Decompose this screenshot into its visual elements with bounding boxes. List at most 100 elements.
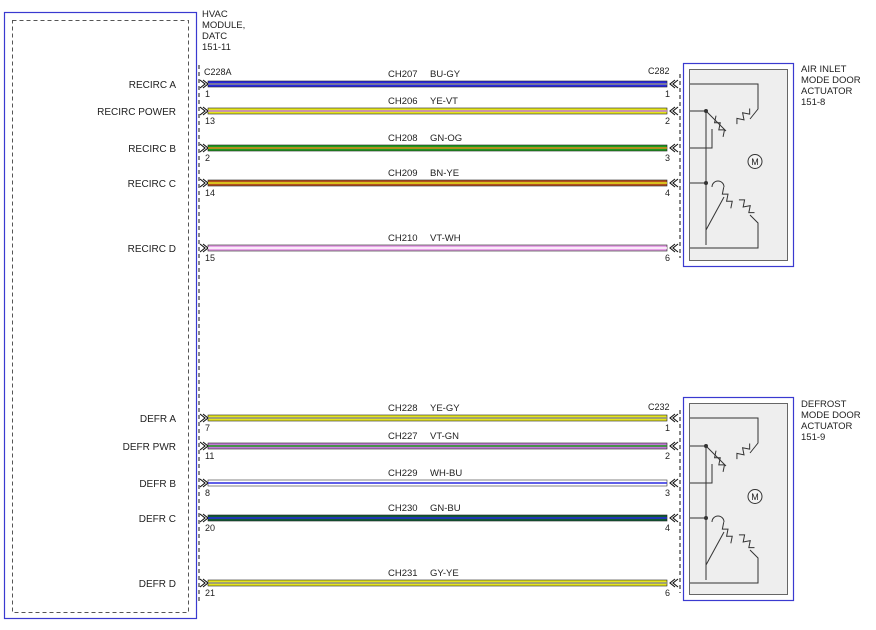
motor-symbol: M [751,157,759,167]
module-title: HVAC MODULE, DATC 151-11 [202,9,245,53]
actuator-inner-body [689,403,788,595]
actuator-pin-number: 3 [665,153,670,163]
circuit-id: CH207 [388,69,418,80]
module-pin-chevron-icon [199,106,209,116]
wire-color-code: BU-GY [430,69,461,80]
wire-color-code: BN-YE [430,168,459,179]
actuator-pin-chevron-icon [669,578,679,588]
motor-symbol: M [751,492,759,502]
module-pin-chevron-icon [199,143,209,153]
module-connector-label: C228A [204,67,232,77]
wire [207,414,668,422]
wire-color-code: VT-WH [430,233,461,244]
signal-label: RECIRC A [129,80,177,91]
signal-label: DEFR A [140,414,176,425]
module-pin-number: 7 [205,423,210,433]
actuator-pin-chevron-icon [669,441,679,451]
actuator-pin-chevron-icon [669,513,679,523]
module-pin-chevron-icon [199,79,209,89]
actuator-pin-chevron-icon [669,478,679,488]
signal-label: DEFR D [139,579,176,590]
signal-label: DEFR PWR [123,442,176,453]
actuator-label-line: AIR INLET [801,64,847,75]
wire-color-code: YE-GY [430,403,460,414]
circuit-id: CH209 [388,168,418,179]
actuator-pin-number: 6 [665,588,670,598]
module-title-line: MODULE, [202,20,245,31]
actuator-pin-number: 6 [665,253,670,263]
signal-label: DEFR B [139,479,176,490]
module-pin-number: 1 [205,89,210,99]
actuator-pin-number: 4 [665,523,670,533]
module-pin-number: 13 [205,116,215,126]
actuator-pin-number: 2 [665,451,670,461]
signal-label: RECIRC D [128,244,176,255]
stepper-motor-schematic: M [690,83,763,249]
module-pin-chevron-icon [199,578,209,588]
circuit-id: CH206 [388,96,418,107]
actuator-label-line: DEFROST [801,399,847,410]
actuator-pin-chevron-icon [669,178,679,188]
actuator-pin-chevron-icon [669,106,679,116]
air-inlet-actuator-label: AIR INLET MODE DOOR ACTUATOR 151-8 [801,64,861,108]
actuator-outer-border [682,62,795,268]
hvac-module [3,11,200,620]
module-outer-border [3,11,198,620]
module-pin-chevron-icon [199,413,209,423]
circuit-id: CH231 [388,568,418,579]
module-title-line: DATC [202,31,227,42]
circuit-id: CH229 [388,468,418,479]
signal-label: RECIRC B [128,144,176,155]
actuator-label-line: MODE DOOR [801,75,861,86]
actuator-pin-number: 1 [665,89,670,99]
actuator-label-line: ACTUATOR [801,86,853,97]
wire [207,514,668,522]
signal-label: RECIRC POWER [97,107,176,118]
wire [207,179,668,187]
module-pin-chevron-icon [199,243,209,253]
actuator-pin-number: 3 [665,488,670,498]
actuator-pin-number: 2 [665,116,670,126]
module-title-line: 151-11 [202,42,231,53]
module-inner-dashed [12,20,189,613]
actuator-pin-chevron-icon [669,143,679,153]
actuator-label-line: 151-8 [801,97,825,108]
module-pin-chevron-icon [199,478,209,488]
wire [207,579,668,587]
motor-icon [747,489,763,504]
wire [207,479,668,487]
module-pin-number: 14 [205,188,215,198]
module-pin-chevron-icon [199,441,209,451]
wire [207,244,668,252]
signal-label: RECIRC C [128,179,176,190]
circuit-id: CH208 [388,133,418,144]
motor-icon [747,154,763,169]
wire [207,80,668,88]
wire-color-code: WH-BU [430,468,462,479]
actuator-connector-label: C232 [648,402,670,412]
signal-label: DEFR C [139,514,176,525]
actuator-pin-number: 4 [665,188,670,198]
actuator-connector-label: C282 [648,66,670,76]
wire [207,144,668,152]
circuit-id: CH228 [388,403,418,414]
actuator-pin-chevron-icon [669,413,679,423]
module-title-line: HVAC [202,9,228,20]
actuator-pin-chevron-icon [669,243,679,253]
wire-color-code: GN-BU [430,503,461,514]
actuator-inner-body [689,69,788,261]
actuator-label-line: MODE DOOR [801,410,861,421]
actuator-label-line: 151-9 [801,432,825,443]
wire [207,107,668,115]
actuator-label-line: ACTUATOR [801,421,853,432]
circuit-id: CH227 [388,431,418,442]
wire-color-code: VT-GN [430,431,459,442]
wire-color-code: GY-YE [430,568,459,579]
module-pin-chevron-icon [199,513,209,523]
defrost-actuator-label: DEFROST MODE DOOR ACTUATOR 151-9 [801,399,861,443]
circuit-id: CH230 [388,503,418,514]
module-pin-number: 2 [205,153,210,163]
module-pin-chevron-icon [199,178,209,188]
